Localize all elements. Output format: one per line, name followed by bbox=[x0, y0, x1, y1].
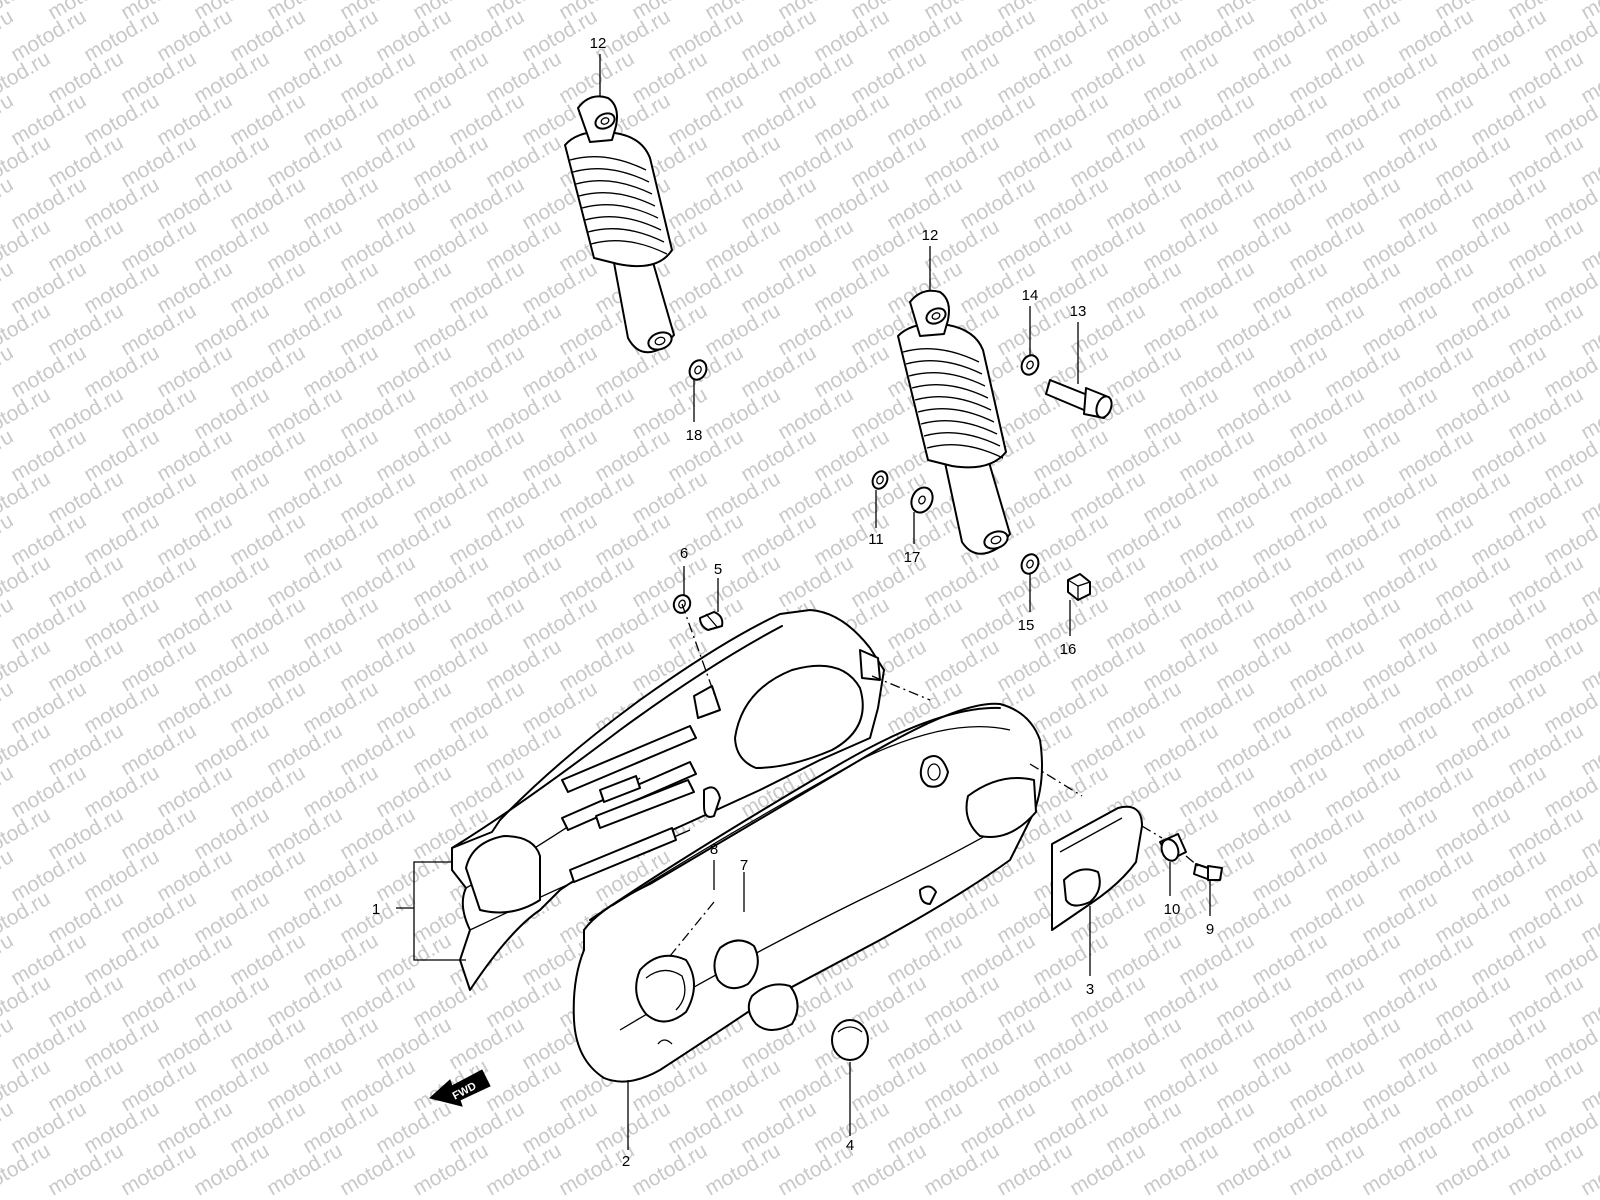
callout-15: 15 bbox=[1018, 617, 1035, 634]
washer-11 bbox=[871, 470, 889, 490]
leader-lines bbox=[396, 54, 1211, 1150]
callout-6: 6 bbox=[680, 545, 688, 562]
callout-9: 9 bbox=[1206, 921, 1214, 938]
callout-1: 1 bbox=[372, 901, 380, 918]
callout-12-left: 12 bbox=[590, 35, 607, 52]
callout-4: 4 bbox=[846, 1137, 854, 1154]
washer-17 bbox=[910, 486, 934, 514]
screw-5 bbox=[699, 611, 724, 631]
rear-shock-absorber-right bbox=[897, 289, 1011, 555]
assembly-guide-lines bbox=[669, 603, 1199, 957]
chain-case-outer-2 bbox=[572, 702, 1043, 1083]
washer-18 bbox=[688, 359, 708, 381]
callout-7: 7 bbox=[740, 857, 748, 874]
callout-12-right: 12 bbox=[922, 227, 939, 244]
washer-14 bbox=[1020, 354, 1040, 376]
chain-case-cover-3 bbox=[1051, 805, 1143, 931]
washer-15 bbox=[1020, 553, 1040, 575]
callout-3: 3 bbox=[1086, 981, 1094, 998]
callout-8: 8 bbox=[710, 841, 718, 858]
collar-10 bbox=[1159, 833, 1187, 862]
plug-cap-4 bbox=[831, 1019, 869, 1061]
callout-17: 17 bbox=[904, 549, 921, 566]
callout-10: 10 bbox=[1164, 901, 1181, 918]
rear-shock-absorber-left bbox=[564, 95, 675, 354]
chain-case-inner-1 bbox=[451, 609, 885, 991]
callout-18: 18 bbox=[686, 427, 703, 444]
callout-2: 2 bbox=[622, 1153, 630, 1170]
callout-13: 13 bbox=[1070, 303, 1087, 320]
bolt-13 bbox=[1045, 379, 1113, 419]
callout-14: 14 bbox=[1022, 287, 1039, 304]
watermark-text: motod.ru bbox=[0, 1139, 54, 1200]
callout-5: 5 bbox=[714, 561, 722, 578]
callout-11: 11 bbox=[868, 531, 884, 548]
callout-16: 16 bbox=[1060, 641, 1077, 658]
callout-labels: 12 12 14 13 18 11 17 15 16 6 5 8 7 10 9 … bbox=[372, 35, 1214, 1170]
nut-16 bbox=[1067, 573, 1091, 601]
